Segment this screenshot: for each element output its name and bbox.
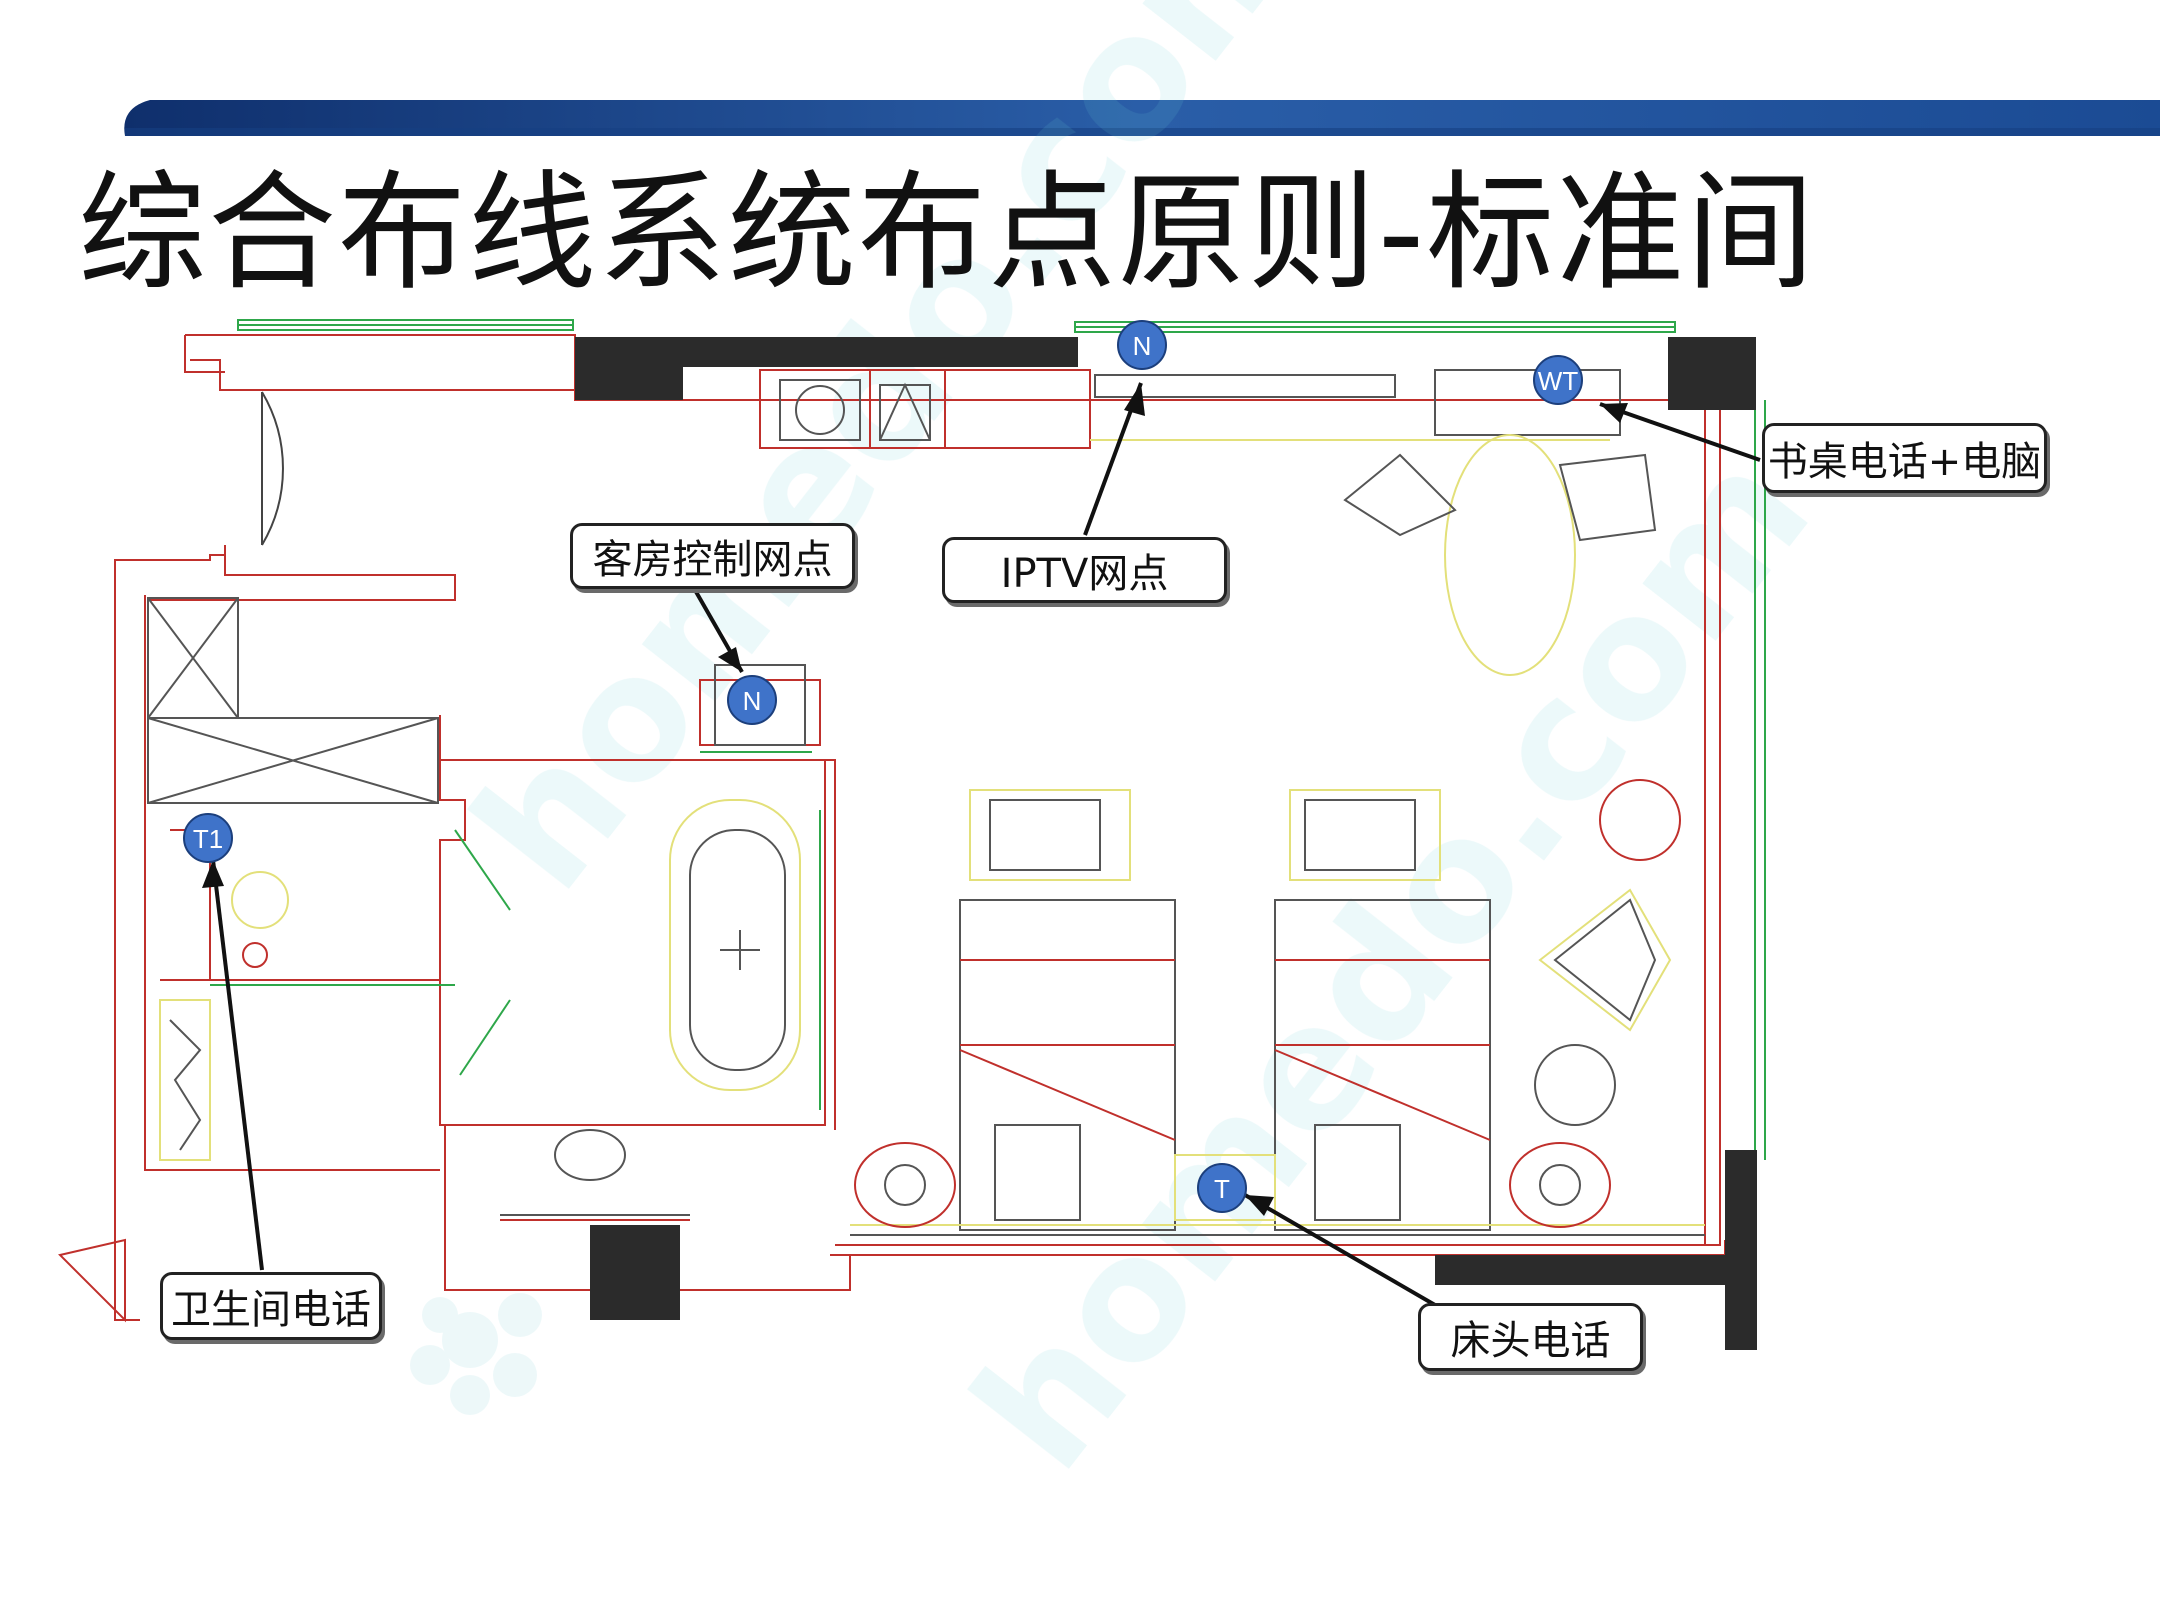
arrow-desk-phone [1599, 402, 1761, 462]
columns [575, 337, 1757, 1350]
arrow-bed-phone [1243, 1193, 1437, 1307]
callout-room-control: 客房控制网点 [570, 523, 855, 589]
armchair [1538, 888, 1672, 1032]
marker-bath-phone: T1 [183, 813, 233, 863]
arrow-bath-phone [211, 859, 264, 1271]
arrowheads [202, 383, 1628, 1216]
wardrobe [147, 597, 439, 804]
marker-bed-phone: T [1197, 1163, 1247, 1213]
windows [210, 319, 1766, 1160]
marker-iptv: N [1117, 320, 1167, 370]
marker-desk-phone: WT [1533, 355, 1583, 405]
bathtub [669, 799, 801, 1091]
callout-desk-phone: 书桌电话+电脑 [1762, 423, 2047, 493]
svg-text:N: N [743, 686, 762, 716]
markers: N WT N T1 T [183, 320, 1583, 1213]
entry-door [58, 391, 284, 1323]
beds [850, 789, 1705, 1231]
svg-text:N: N [1133, 331, 1152, 361]
callout-bed-phone: 床头电话 [1418, 1303, 1643, 1371]
cabinets [759, 369, 1621, 449]
callout-iptv: IPTV网点 [942, 537, 1227, 603]
callout-bath-phone: 卫生间电话 [160, 1272, 382, 1340]
svg-text:T: T [1214, 1174, 1230, 1204]
svg-text:WT: WT [1538, 366, 1579, 396]
page-title: 综合布线系统布点原则-标准间 [78, 159, 1817, 308]
desk [1090, 434, 1657, 676]
bath-fixtures [159, 664, 821, 1221]
lamps [854, 779, 1681, 1228]
svg-text:T1: T1 [193, 824, 223, 854]
marker-room-control: N [727, 675, 777, 725]
